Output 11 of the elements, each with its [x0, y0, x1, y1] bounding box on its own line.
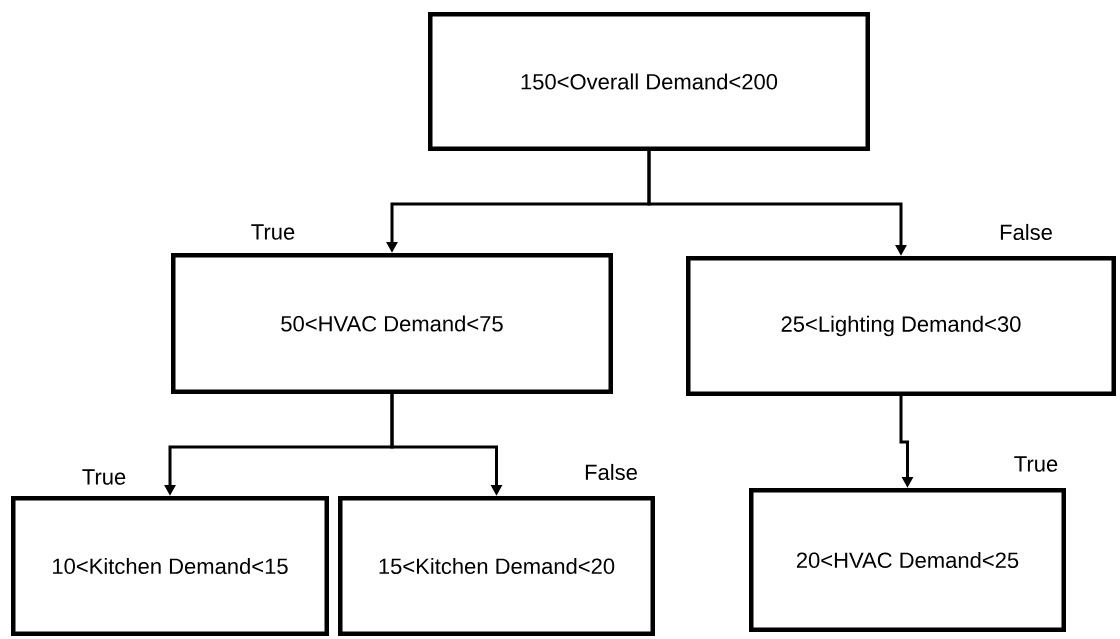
decision-box: 20<HVAC Demand<25 — [749, 488, 1066, 632]
decision-box: 50<HVAC Demand<75 — [171, 253, 613, 394]
decision-box: 25<Lighting Demand<30 — [686, 256, 1116, 396]
decision-box: 10<Kitchen Demand<15 — [11, 496, 329, 636]
edge-label: False — [998, 222, 1054, 242]
edge-label: True — [249, 223, 297, 241]
decision-box: 150<Overall Demand<200 — [428, 12, 870, 151]
edge-label: False — [583, 462, 639, 482]
edge-label: True — [1012, 455, 1060, 473]
edge-label: True — [80, 468, 128, 486]
decision-box: 15<Kitchen Demand<20 — [338, 496, 655, 636]
